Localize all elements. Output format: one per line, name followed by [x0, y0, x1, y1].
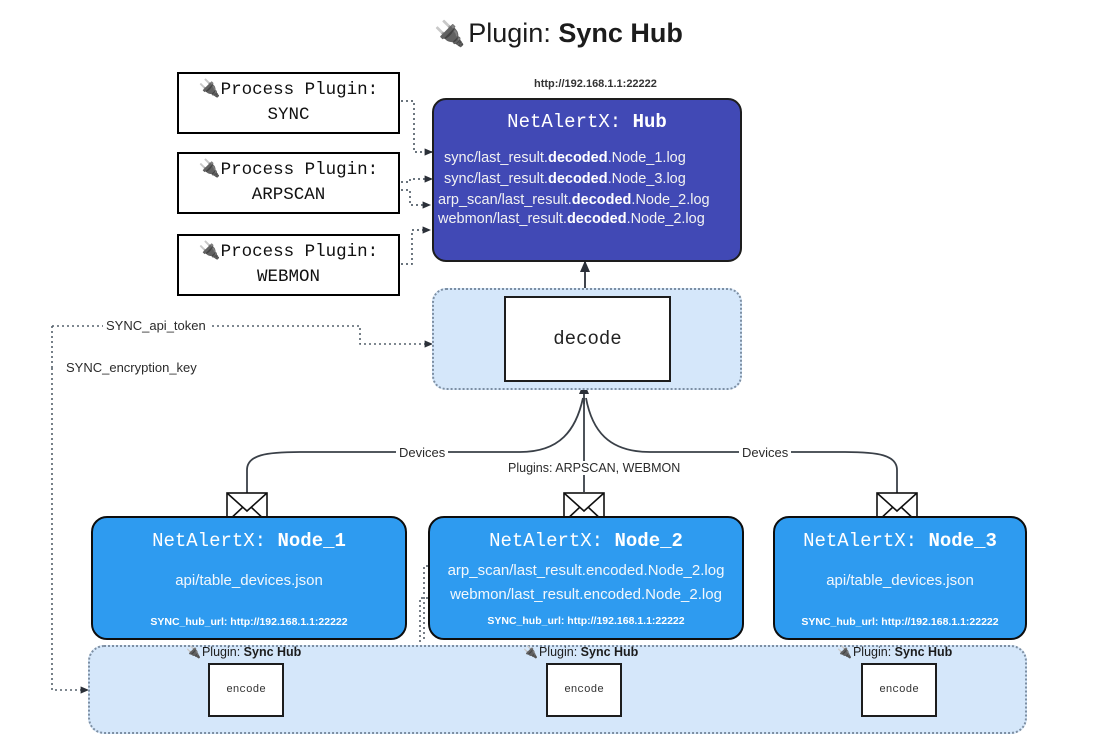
electric-plug-icon: 🔌 — [198, 80, 221, 101]
node-line: webmon/last_result.encoded.Node_2.log — [450, 586, 722, 603]
hub-log-line: arp_scan/last_result.decoded.Node_2.log — [438, 192, 710, 208]
process-plugin-line2: SYNC — [267, 105, 310, 125]
plugins-label-center: Plugins: ARPSCAN, WEBMON — [505, 461, 684, 475]
electric-plug-icon: 🔌 — [434, 20, 466, 48]
node-title: NetAlertX: Node_1 — [152, 530, 346, 552]
process-plugin-line2: WEBMON — [256, 267, 320, 287]
node-line: api/table_devices.json — [826, 572, 974, 589]
hub-title: NetAlertX: Hub — [507, 111, 667, 133]
hub-log-line: sync/last_result.decoded.Node_1.log — [444, 150, 686, 166]
encode-plugin-label: 🔌Plugin: Sync Hub — [523, 645, 639, 659]
node-title: NetAlertX: Node_3 — [803, 530, 997, 552]
encode-plugin-label: 🔌Plugin: Sync Hub — [186, 645, 302, 659]
hub-box[interactable]: NetAlertX: Hub sync/last_result.decoded.… — [432, 98, 742, 262]
electric-plug-icon: 🔌 — [186, 645, 201, 659]
node-box-node-1[interactable]: NetAlertX: Node_1 api/table_devices.json… — [91, 516, 407, 640]
electric-plug-icon: 🔌 — [523, 645, 538, 659]
page-title-name: Sync Hub — [558, 18, 683, 48]
electric-plug-icon: 🔌 — [198, 242, 221, 263]
node-footer: SYNC_hub_url: http://192.168.1.1:22222 — [801, 616, 999, 628]
process-plugin-line1: 🔌Process Plugin: — [198, 80, 379, 101]
node-footer: SYNC_hub_url: http://192.168.1.1:22222 — [150, 616, 348, 628]
process-plugin-box-arpscan[interactable]: 🔌Process Plugin: ARPSCAN — [177, 152, 400, 214]
electric-plug-icon: 🔌 — [198, 160, 221, 181]
node-line: api/table_devices.json — [175, 572, 323, 589]
hub-log-line: webmon/last_result.decoded.Node_2.log — [438, 211, 705, 227]
encode-box[interactable]: encode — [208, 663, 284, 717]
process-plugin-line1: 🔌Process Plugin: — [198, 242, 379, 263]
page-title-prefix: Plugin: — [468, 18, 551, 48]
encode-box[interactable]: encode — [861, 663, 937, 717]
decode-box[interactable]: decode — [504, 296, 671, 382]
node-line: arp_scan/last_result.encoded.Node_2.log — [447, 562, 725, 579]
sync-api-token-label: SYNC_api_token — [103, 318, 209, 333]
electric-plug-icon: 🔌 — [837, 645, 852, 659]
hub-log-line: sync/last_result.decoded.Node_3.log — [444, 171, 686, 187]
sync-encryption-key-label: SYNC_encryption_key — [63, 360, 200, 375]
devices-label-right: Devices — [739, 445, 792, 460]
process-plugin-line2: ARPSCAN — [251, 185, 326, 205]
hub-url-label: http://192.168.1.1:22222 — [534, 78, 657, 90]
encode-plugin-label: 🔌Plugin: Sync Hub — [837, 645, 953, 659]
encode-box[interactable]: encode — [546, 663, 622, 717]
process-plugin-line1: 🔌Process Plugin: — [198, 160, 379, 181]
process-plugin-box-sync[interactable]: 🔌Process Plugin: SYNC — [177, 72, 400, 134]
node-footer: SYNC_hub_url: http://192.168.1.1:22222 — [487, 615, 685, 627]
node-box-node-3[interactable]: NetAlertX: Node_3 api/table_devices.json… — [773, 516, 1027, 640]
page-title: 🔌Plugin: Sync Hub — [0, 18, 1117, 49]
node-box-node-2[interactable]: NetAlertX: Node_2 arp_scan/last_result.e… — [428, 516, 744, 640]
node-title: NetAlertX: Node_2 — [489, 530, 683, 552]
devices-label-left: Devices — [396, 445, 449, 460]
process-plugin-box-webmon[interactable]: 🔌Process Plugin: WEBMON — [177, 234, 400, 296]
